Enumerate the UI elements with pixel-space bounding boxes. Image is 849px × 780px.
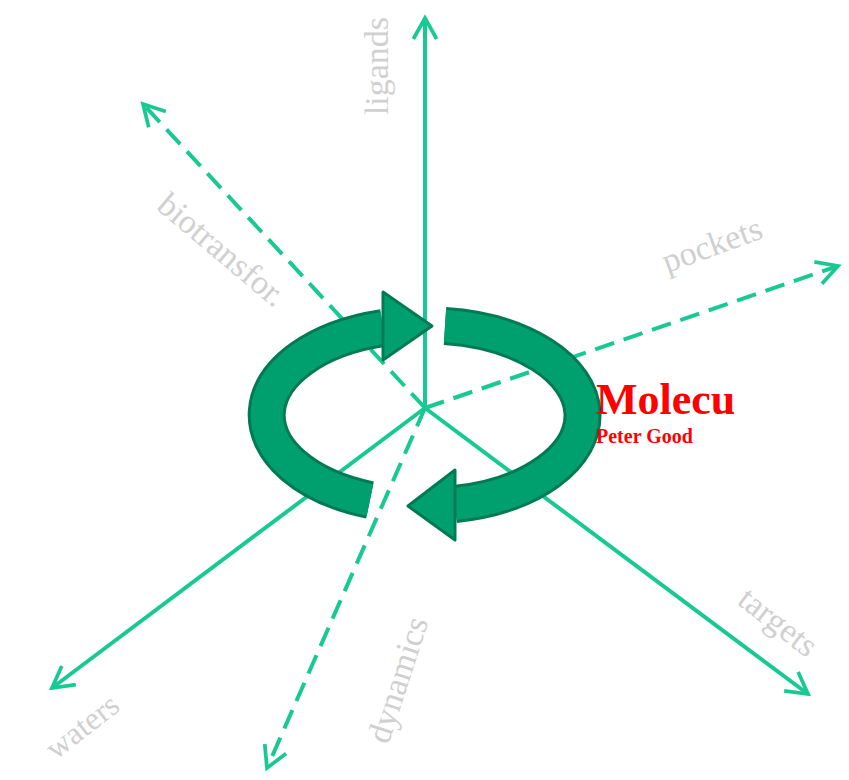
axis-label: pockets (657, 211, 766, 278)
author-text: Peter Good (596, 426, 693, 446)
axis-line (425, 408, 808, 694)
axis-label: biotransfor. (151, 187, 292, 313)
axis-label: waters (39, 688, 125, 765)
rotation-arrows (267, 292, 583, 540)
axis-label: ligands (360, 17, 394, 115)
axis-line (423, 18, 427, 408)
axis-line (52, 408, 425, 688)
axis-label: dynamics (362, 613, 435, 747)
title-text: Molecu (596, 378, 735, 422)
axis-label: targets (732, 581, 824, 663)
